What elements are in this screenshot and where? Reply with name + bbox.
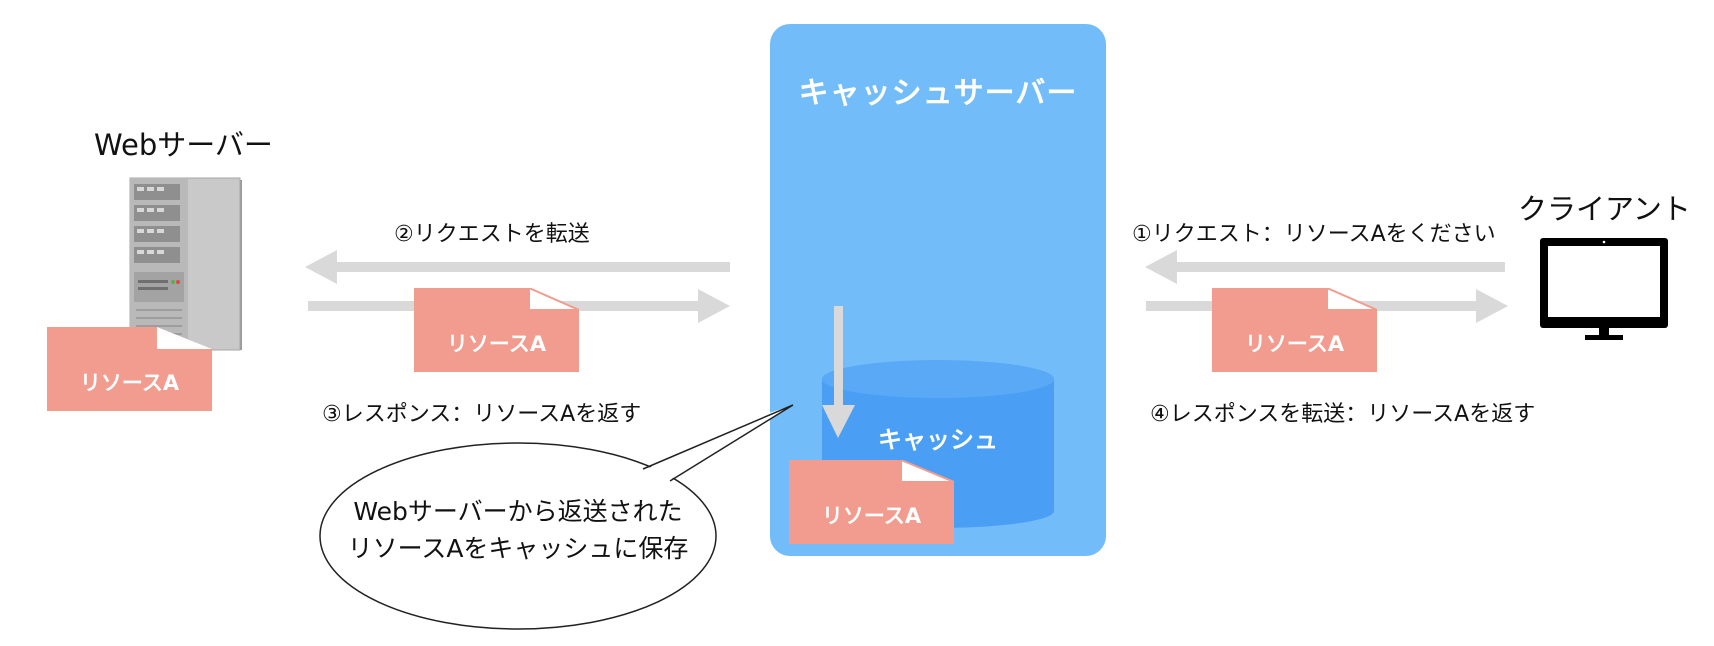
document-label: リソースA xyxy=(821,504,922,528)
document-icon xyxy=(414,286,580,372)
right-request-arrow xyxy=(1145,250,1505,284)
right-response-label: ④レスポンスを転送：リソースAを返す xyxy=(1150,402,1536,427)
speech-bubble-text: Webサーバーから返送された リソースAをキャッシュに保存 xyxy=(318,493,718,567)
speech-bubble-line-1: Webサーバーから返送された xyxy=(353,497,683,526)
cache-server-title: キャッシュサーバー xyxy=(798,76,1078,111)
left-flow-document: リソースA xyxy=(414,286,580,372)
document-icon xyxy=(1212,286,1378,372)
document-label: リソースA xyxy=(1244,332,1345,356)
monitor-icon xyxy=(1540,238,1668,340)
document-label: リソースA xyxy=(79,371,180,395)
speech-bubble xyxy=(319,404,794,630)
right-request-label: ①リクエスト：リソースAをください xyxy=(1132,222,1496,247)
speech-bubble-line-2: リソースAをキャッシュに保存 xyxy=(347,534,689,563)
cache-label: キャッシュ xyxy=(878,426,998,454)
web-server-document: リソースA xyxy=(47,327,212,411)
server-tower-icon xyxy=(129,177,242,351)
client-title: クライアント xyxy=(1518,192,1691,226)
cache-document: リソースA xyxy=(789,458,955,544)
right-flow-document: リソースA xyxy=(1212,286,1378,372)
left-request-label: ②リクエストを転送 xyxy=(394,222,590,247)
store-arrow xyxy=(822,306,855,438)
document-icon xyxy=(789,458,955,544)
left-request-arrow xyxy=(305,250,730,284)
document-label: リソースA xyxy=(446,332,547,356)
document-icon xyxy=(47,327,212,411)
web-server-title: Webサーバー xyxy=(94,128,273,162)
left-response-label: ③レスポンス：リソースAを返す xyxy=(322,402,642,427)
